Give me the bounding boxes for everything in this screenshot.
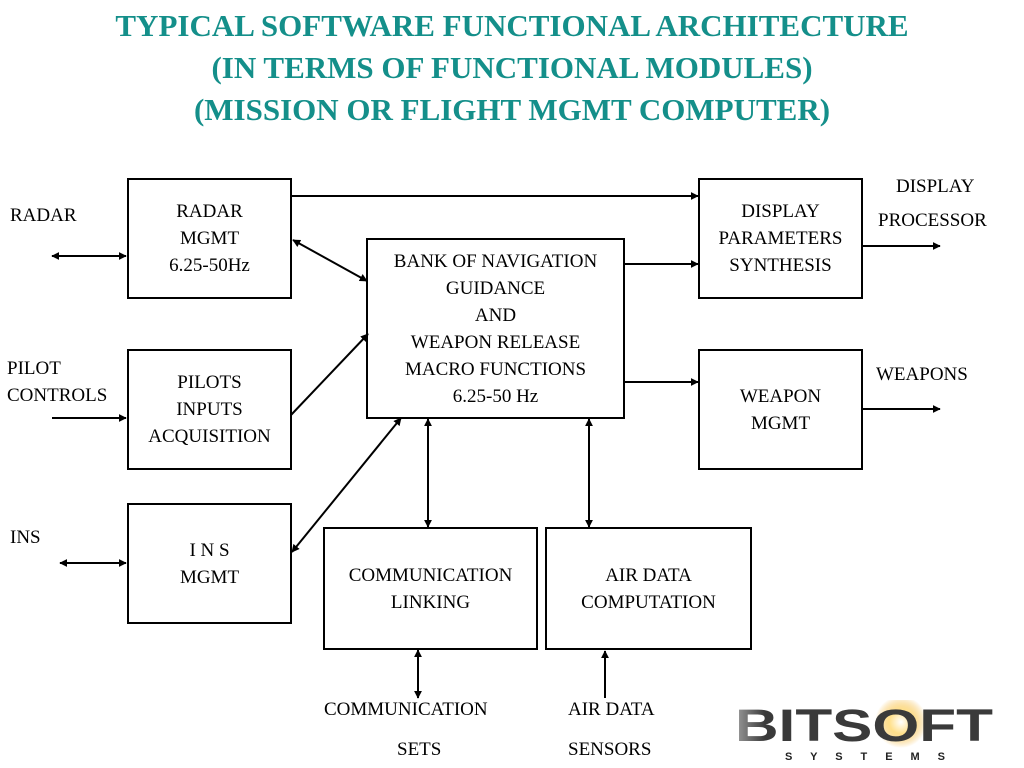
navigation-bank-line-2: GUIDANCE xyxy=(445,277,546,299)
pilot-controls-label-1: PILOT xyxy=(7,358,61,379)
navigation-bank-line-3: AND xyxy=(474,304,517,326)
logo-sun-icon xyxy=(875,700,927,748)
radar-mgmt-rate: 6.25-50Hz xyxy=(169,255,250,276)
display-parameters-line-1: DISPLAY xyxy=(741,201,820,222)
navigation-bank-rate: 6.25-50 Hz xyxy=(452,385,539,407)
radar-nav-arrow xyxy=(292,239,368,282)
page-title-line-2: (IN TERMS OF FUNCTIONAL MODULES) xyxy=(211,50,813,85)
logo-tagline: S Y S T E M S xyxy=(785,751,945,763)
navigation-bank-box: BANK OF NAVIGATION GUIDANCE AND WEAPON R… xyxy=(366,238,625,419)
weapon-mgmt-line-2: MGMT xyxy=(750,412,811,434)
display-processor-label-2: PROCESSOR xyxy=(878,210,987,231)
pilots-inputs-line-3: ACQUISITION xyxy=(148,426,271,447)
air-data-sensors-label-1: AIR DATA xyxy=(568,699,655,720)
weapon-mgmt-line-1: WEAPON xyxy=(739,385,822,407)
bitsoft-logo: BITSOFT S Y S T E M S xyxy=(705,700,993,764)
page-title-line-1: TYPICAL SOFTWARE FUNCTIONAL ARCHITECTURE xyxy=(115,8,909,43)
radar-mgmt-line-1: RADAR xyxy=(176,201,243,222)
air-data-sensors-label-2: SENSORS xyxy=(568,739,652,760)
display-parameters-box: DISPLAY PARAMETERS SYNTHESIS xyxy=(698,178,863,299)
air-data-computation-line-2: COMPUTATION xyxy=(581,591,716,613)
air-data-computation-line-1: AIR DATA xyxy=(605,564,692,586)
pilots-inputs-line-1: PILOTS xyxy=(177,372,242,393)
display-parameters-line-3: SYNTHESIS xyxy=(729,255,832,276)
pilots-inputs-line-2: INPUTS xyxy=(176,399,243,420)
communication-linking-box: COMMUNICATION LINKING xyxy=(323,527,538,650)
pilots-to-nav-arrow xyxy=(290,333,369,416)
radar-mgmt-box: RADAR MGMT 6.25-50Hz xyxy=(127,178,292,299)
communication-sets-label-1: COMMUNICATION xyxy=(324,699,488,720)
navigation-bank-line-4: WEAPON RELEASE xyxy=(410,331,581,353)
pilots-inputs-box: PILOTS INPUTS ACQUISITION xyxy=(127,349,292,470)
logo-wordmark: BITSOFT xyxy=(735,700,993,751)
display-processor-label-1: DISPLAY xyxy=(896,176,975,197)
weapon-mgmt-box: WEAPON MGMT xyxy=(698,349,863,470)
display-parameters-line-2: PARAMETERS xyxy=(718,228,843,249)
communication-sets-label-2: SETS xyxy=(397,739,442,760)
page-title-line-3: (MISSION OR FLIGHT MGMT COMPUTER) xyxy=(193,92,831,127)
air-data-computation-box: AIR DATA COMPUTATION xyxy=(545,527,752,650)
pilot-controls-label-2: CONTROLS xyxy=(7,385,108,406)
communication-linking-line-1: COMMUNICATION xyxy=(348,564,513,586)
weapons-label: WEAPONS xyxy=(876,364,968,385)
ins-mgmt-box: I N S MGMT xyxy=(127,503,292,624)
radar-mgmt-line-2: MGMT xyxy=(179,228,240,249)
ins-mgmt-line-1: I N S xyxy=(189,539,230,561)
navigation-bank-line-5: MACRO FUNCTIONS xyxy=(404,358,587,380)
navigation-bank-line-1: BANK OF NAVIGATION xyxy=(393,250,598,272)
radar-label: RADAR xyxy=(10,205,77,226)
ins-label: INS xyxy=(10,527,41,548)
communication-linking-line-2: LINKING xyxy=(390,591,471,613)
ins-mgmt-line-2: MGMT xyxy=(179,566,240,588)
ins-nav-arrow xyxy=(291,417,402,553)
